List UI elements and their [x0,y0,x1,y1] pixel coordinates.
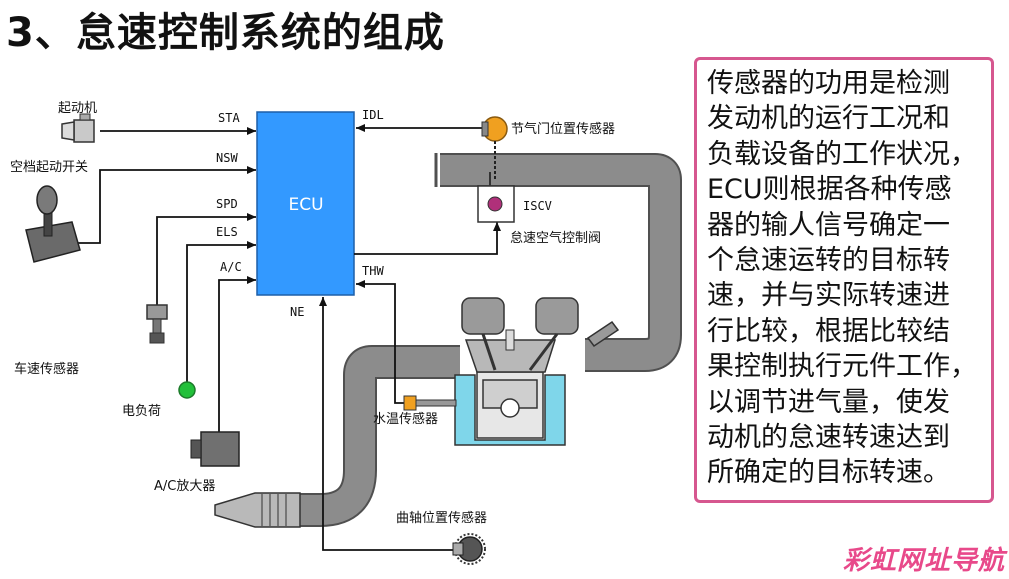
signal-ac: A/C [220,260,242,274]
label-ac-amp: A/C放大器 [154,479,215,494]
crank-sensor-icon [452,533,486,565]
wire-spd [156,213,256,305]
note-line: 负载设备的工作状况， [707,138,977,170]
label-tps: 节气门位置传感器 [511,121,615,137]
label-vss: 车速传感器 [14,361,79,377]
note-line: 个怠速运转的目标转 [707,245,950,277]
signal-ne: NE [290,305,304,319]
signal-thw: THW [362,264,384,278]
watermark: 彩虹网址导航 [842,546,1005,576]
el-load-icon [178,381,196,399]
label-iscv-code: ISCV [523,199,552,213]
label-neutral-switch: 空档起动开关 [10,160,88,175]
wire-thw [356,280,405,404]
label-starter: 起动机 [58,101,97,116]
engine [454,297,620,446]
ecu-box: ECU [256,111,355,296]
ecu-label: ECU [288,195,323,215]
label-iscv-name: 怠速空气控制阀 [510,230,601,246]
vss-icon [146,304,168,344]
label-crank: 曲轴位置传感器 [396,510,487,526]
note-line: 器的输人信号确定一 [707,209,950,241]
intake-pipe [434,153,682,372]
label-coolant: 水温传感器 [373,411,438,427]
note-line: 传感器的功用是检测 [707,68,950,99]
note-line: 发动机的运行工况和 [707,103,950,135]
wire-ac [218,276,256,432]
ac-amplifier-icon [190,431,240,467]
gear-lever-icon [25,185,81,263]
starter-icon [61,113,95,143]
signal-idl: IDL [362,108,384,122]
wire-els [186,241,256,383]
note-line: 果控制执行元件工作， [707,351,977,383]
note-line: 所确定的目标转速。 [707,457,950,489]
signal-els: ELS [216,225,238,239]
signal-sta: STA [218,111,240,125]
exhaust-pipe [255,345,460,527]
page-title: 3、怠速控制系统的组成 [6,10,445,56]
note-line: 行比较，根据比较结 [707,315,950,347]
label-el-load: 电负荷 [122,404,161,419]
coolant-sensor-icon [403,395,457,411]
wire-ne [319,297,458,551]
note-line: 动机的怠速转速达到 [707,422,950,454]
signal-nsw: NSW [216,151,238,165]
exhaust-converter [214,492,301,528]
signal-spd: SPD [216,197,238,211]
iscv-icon [477,172,515,223]
wire-nsw [66,166,256,244]
note-line: ECU则根据各种传感 [707,174,952,206]
note-line: 速，并与实际转速进 [707,280,950,312]
tps-icon [481,116,508,180]
wire-iscv-output [354,222,501,255]
explanation-note: 传感器的功用是检测 发动机的运行工况和 负载设备的工作状况， ECU则根据各种传… [694,57,994,503]
note-line: 以调节进气量，使发 [707,386,950,418]
